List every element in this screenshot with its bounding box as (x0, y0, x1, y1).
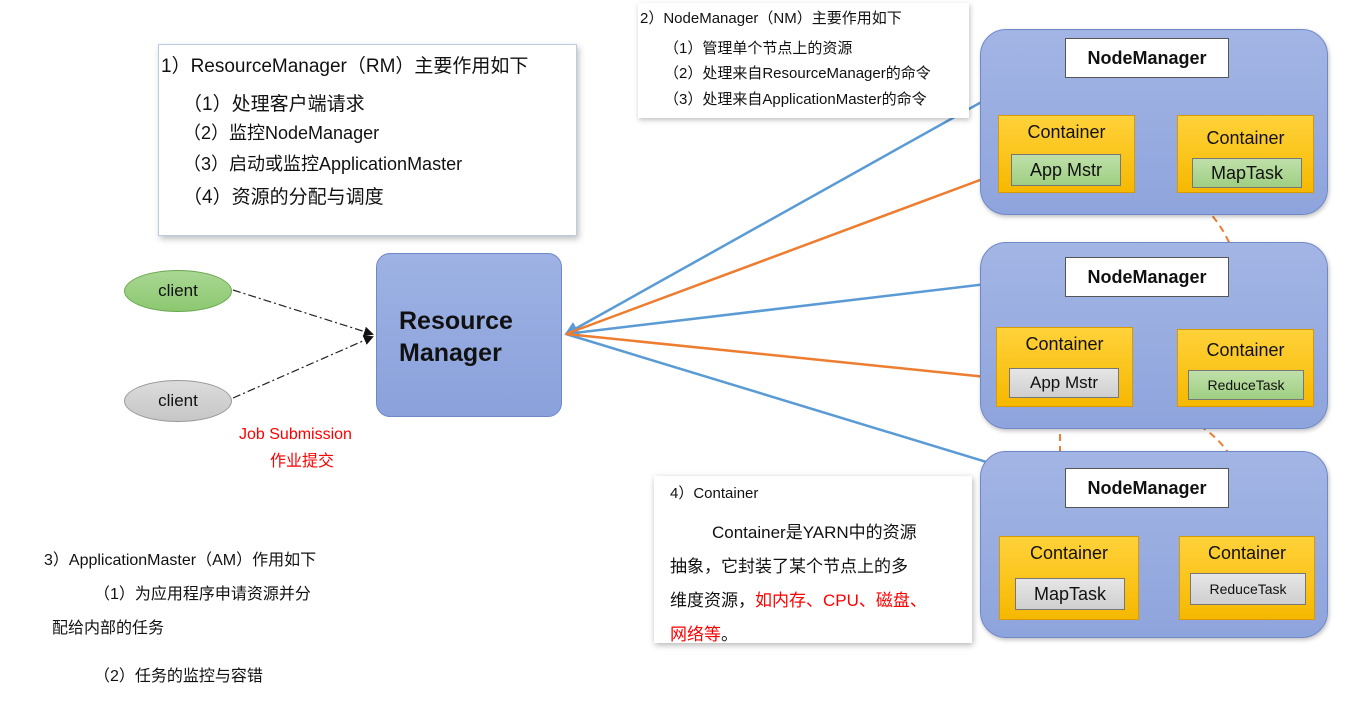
node-3-reducetask: ReduceTask (1190, 573, 1306, 605)
rm-to-nm3-arrow (565, 332, 1064, 488)
nm-description-box: 2）NodeManager（NM）主要作用如下 （1）管理单个节点上的资源 （2… (638, 3, 969, 118)
client-1: client (124, 270, 232, 312)
node-3-container-2-title: Container (1207, 543, 1287, 563)
container-line-1: Container是YARN中的资源 (712, 523, 917, 542)
node-1-container-2: Container MapTask (1177, 115, 1314, 193)
node-2-reducetask: ReduceTask (1188, 370, 1304, 400)
nm-heading: 2）NodeManager（NM）主要作用如下 (640, 10, 902, 27)
node-2-container-2-title: Container (1206, 340, 1285, 360)
node-3: NodeManager Container MapTask Container … (980, 451, 1328, 638)
rm-item-2: （2）监控NodeManager (183, 123, 380, 143)
rm-description-box: 1）ResourceManager（RM）主要作用如下 （1）处理客户端请求 （… (158, 44, 577, 236)
node-1-container-2-title: Container (1206, 128, 1285, 148)
node-2: NodeManager Container App Mstr Container… (980, 242, 1328, 429)
node-3-container-2: Container ReduceTask (1179, 536, 1315, 620)
node-1: NodeManager Container App Mstr Container… (980, 29, 1328, 215)
rm-to-nm1-arrow (564, 55, 1064, 336)
client2-arrow (232, 335, 374, 399)
container-line-3: 维度资源，如内存、CPU、磁盘、 (670, 586, 927, 611)
rm-label-1: Resource (399, 307, 513, 335)
rm-heading: 1）ResourceManager（RM）主要作用如下 (161, 56, 529, 77)
node-3-container-1-title: Container (1029, 543, 1109, 563)
container-line-4-red: 网络等 (670, 625, 721, 644)
node-2-label: NodeManager (1065, 257, 1229, 297)
container-line-2: 抽象，它封装了某个节点上的多 (670, 557, 908, 576)
node-1-container-1: Container App Mstr (998, 115, 1135, 193)
job-submission-en: Job Submission (239, 426, 352, 443)
container-line-3-red: 如内存、CPU、磁盘、 (755, 591, 927, 610)
nm-item-3: （3）处理来自ApplicationMaster的命令 (664, 91, 927, 108)
node-3-maptask: MapTask (1015, 578, 1125, 610)
am-line-1: （1）为应用程序申请资源并分 (94, 586, 311, 603)
rm-to-nm2-arrow (565, 270, 1064, 336)
rm-item-1: （1）处理客户端请求 (183, 94, 365, 115)
am-line-2: 配给内部的任务 (52, 620, 165, 637)
node-2-app-mstr: App Mstr (1009, 368, 1119, 398)
container-line-3-black: 维度资源， (670, 591, 755, 610)
container-line-4: 网络等。 (670, 620, 738, 645)
node-3-container-1: Container MapTask (999, 536, 1139, 620)
node-2-container-2: Container ReduceTask (1177, 329, 1314, 407)
container-heading: 4）Container (670, 485, 759, 502)
node-1-label: NodeManager (1065, 38, 1229, 78)
rm-to-am1-arrow (565, 168, 1009, 336)
container-line-4-black: 。 (721, 625, 738, 644)
node-2-container-1: Container App Mstr (996, 327, 1133, 407)
nm-item-2: （2）处理来自ResourceManager的命令 (664, 65, 931, 82)
rm-to-am2-arrow (565, 332, 1008, 384)
rm-label-2: Manager (399, 339, 502, 367)
nm-item-1: （1）管理单个节点上的资源 (664, 40, 853, 57)
resource-manager-node: Resource Manager (376, 253, 562, 417)
node-1-container-1-title: Container (1027, 122, 1106, 142)
container-description-box: 4）Container Container是YARN中的资源 抽象，它封装了某个… (654, 476, 972, 645)
node-1-app-mstr: App Mstr (1011, 154, 1121, 186)
am-heading: 3）ApplicationMaster（AM）作用如下 (44, 552, 317, 569)
node-2-container-1-title: Container (1025, 334, 1104, 354)
am-line-3: （2）任务的监控与容错 (94, 668, 263, 685)
node-3-label: NodeManager (1065, 468, 1229, 508)
rm-item-4: （4）资源的分配与调度 (183, 187, 384, 208)
rm-item-3: （3）启动或监控ApplicationMaster (183, 154, 463, 174)
client1-arrow (232, 289, 374, 337)
job-submission-zh: 作业提交 (270, 453, 335, 470)
node-1-maptask: MapTask (1192, 158, 1302, 188)
client-2: client (124, 380, 232, 422)
